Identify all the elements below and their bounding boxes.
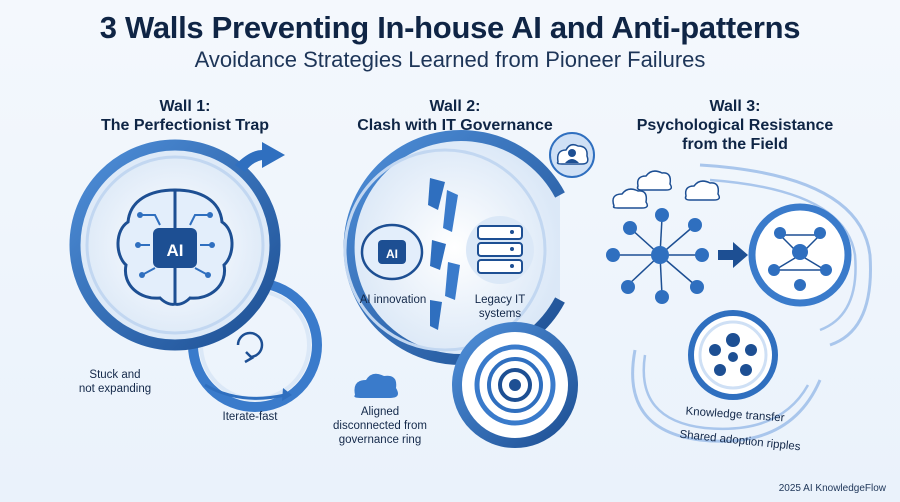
brain-icon [116,188,234,306]
wall-3-heading-line2: Psychological Resistance [636,117,834,134]
exit-arrow-icon [235,142,285,172]
wall-3-heading-line1: Wall 3: [709,98,761,115]
wall-1-heading: Wall 1: The Perfectionist Trap [60,97,310,135]
ai-brain-icon [360,223,424,281]
ai-chip-icon [153,228,197,268]
page-title: 3 Walls Preventing In-house AI and Anti-… [99,10,801,45]
aligned-label-line2: disconnected from [333,420,427,432]
legacy-label-line2: systems [478,308,522,320]
wall-1-chip-text: AI [167,241,184,260]
ai-innovation-label: AI innovation [359,294,427,306]
iterate-label: Iterate-fast [222,411,278,423]
server-icon [466,216,534,284]
target-rings-icon [452,322,578,448]
wall-2-heading-line1: Wall 2: [429,98,481,115]
wall-3-heading: Wall 3: Psychological Resistance from th… [610,97,860,154]
ripple-waves [631,163,872,443]
stuck-label-line2: not expanding [78,383,152,395]
wall-1-graphic: AI [69,139,322,412]
wall-2-chip-text: AI [386,247,398,261]
wall-1-heading-line1: Wall 1: [159,98,211,115]
aligned-label-line1: Aligned [360,406,400,418]
crack-icon [428,178,460,330]
footer-credit: 2025 AI KnowledgeFlow [778,483,886,494]
cloud-user-icon [549,132,595,178]
connected-team-icon [748,203,852,307]
aligned-label: Aligned disconnected from governance rin… [320,405,440,447]
refresh-icon [236,331,264,364]
legacy-label: Legacy IT systems [462,293,538,321]
cloud-left-icon [612,188,649,209]
transform-arrow-icon [718,242,748,268]
cloud-icon [354,373,398,398]
wall-3-graphic [606,163,872,443]
cloud-right-icon [684,180,721,201]
knowledge-sharing-icon [688,310,778,400]
wall-2-graphic: AI [343,130,595,448]
stuck-label-line1: Stuck and [89,369,141,381]
legacy-label-line1: Legacy IT [474,294,526,306]
page-subtitle: Avoidance Strategies Learned from Pionee… [194,47,706,72]
wall-2-heading: Wall 2: Clash with IT Governance [330,97,580,135]
wall-2-heading-line2: Clash with IT Governance [357,117,553,134]
stuck-label: Stuck and not expanding [60,368,170,396]
cloud-mid-icon [636,170,673,191]
wall-1-heading-line2: The Perfectionist Trap [100,117,270,134]
wall-3-heading-line3: from the Field [682,136,788,153]
aligned-label-line3: governance ring [338,434,422,446]
